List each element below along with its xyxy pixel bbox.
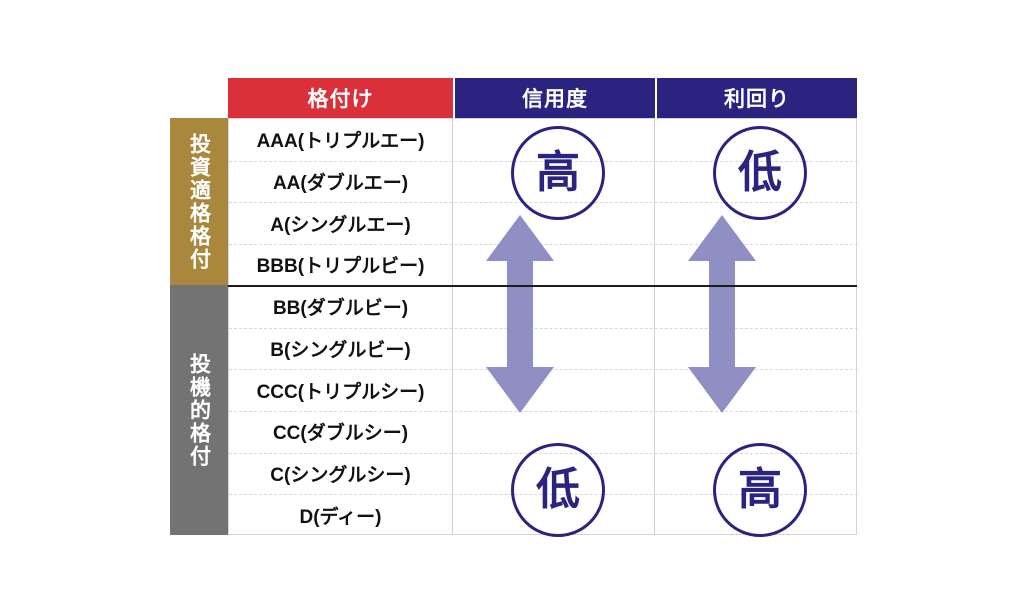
column-header-rating: 格付け <box>228 78 453 118</box>
table-row: C(シングルシー) <box>229 453 858 495</box>
column-header-yield: 利回り <box>657 78 857 118</box>
row-separator <box>229 244 858 246</box>
rating-label: A(シングルエー) <box>270 214 411 236</box>
yield-double-arrow-icon <box>688 215 756 413</box>
column-header-credit: 信用度 <box>455 78 655 118</box>
table-row: D(ディー) <box>229 494 858 536</box>
rating-label: D(ディー) <box>299 506 382 528</box>
row-separator <box>229 327 858 329</box>
rating-label: AA(ダブルエー) <box>272 173 409 195</box>
column-divider-credit-yield <box>654 119 655 534</box>
rating-label: C(シングルシー) <box>270 464 411 486</box>
bond-rating-table: 格付け 信用度 利回り 投資適格格付 投機的格付 AAA(トリプルエー) AA(… <box>170 78 858 537</box>
yield-top-marker: 低 <box>713 126 807 220</box>
table-row: AA(ダブルエー) <box>229 161 858 203</box>
category-label-investment-grade: 投資適格格付 <box>170 118 228 285</box>
table-row: CC(ダブルシー) <box>229 411 858 453</box>
row-separator <box>229 410 858 412</box>
column-divider-rating-credit <box>452 119 453 534</box>
rating-label: AAA(トリプルエー) <box>256 131 425 153</box>
table-row: B(シングルビー) <box>229 328 858 370</box>
credit-double-arrow-icon <box>486 215 554 413</box>
rating-label: B(シングルビー) <box>270 339 411 361</box>
grade-divider-line <box>228 285 857 287</box>
rating-label: BBB(トリプルビー) <box>256 256 425 278</box>
credit-bottom-marker: 低 <box>511 443 605 537</box>
table-row: BBB(トリプルビー) <box>229 244 858 286</box>
table-row: AAA(トリプルエー) <box>229 119 858 161</box>
table-row: A(シングルエー) <box>229 202 858 244</box>
credit-top-marker: 高 <box>511 126 605 220</box>
table-row: CCC(トリプルシー) <box>229 369 858 411</box>
rating-label: CCC(トリプルシー) <box>256 381 425 403</box>
rating-label: BB(ダブルビー) <box>272 298 409 320</box>
yield-bottom-marker: 高 <box>713 443 807 537</box>
table-row: BB(ダブルビー) <box>229 286 858 328</box>
rating-label: CC(ダブルシー) <box>272 423 409 445</box>
category-label-speculative-grade: 投機的格付 <box>170 285 228 535</box>
